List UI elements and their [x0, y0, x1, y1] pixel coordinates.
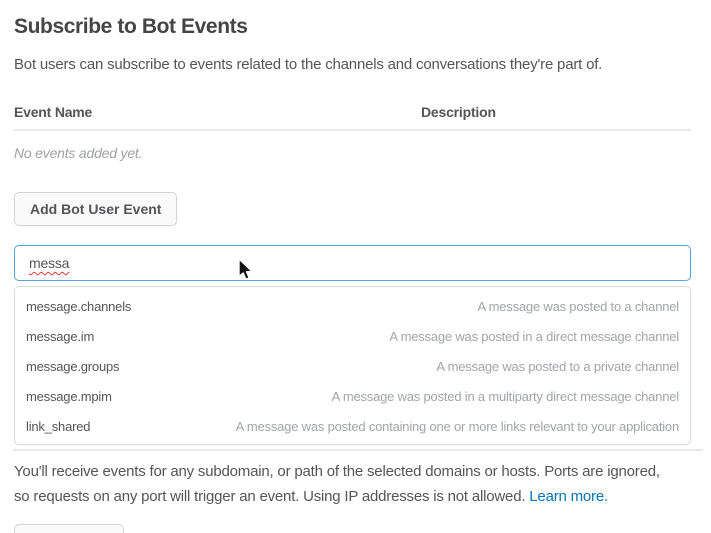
suggestion-link-shared[interactable]: link_shared A message was posted contain… [15, 411, 690, 441]
suggestion-name: message.groups [26, 358, 120, 374]
suggestion-message-mpim[interactable]: message.mpim A message was posted in a m… [15, 381, 690, 411]
page-subtitle: Bot users can subscribe to events relate… [14, 56, 603, 73]
suggestion-description: A message was posted to a private channe… [436, 358, 679, 374]
add-bot-user-event-label: Add Bot User Event [30, 201, 162, 217]
suggestion-message-groups[interactable]: message.groups A message was posted to a… [15, 351, 690, 381]
domains-note: You'll receive events for any subdomain,… [14, 459, 676, 509]
empty-events-message: No events added yet. [14, 145, 143, 161]
page-title: Subscribe to Bot Events [14, 15, 248, 38]
suggestion-name: message.im [26, 328, 95, 344]
event-search-input[interactable]: messa [14, 245, 691, 281]
suggestion-message-channels[interactable]: message.channels A message was posted to… [15, 291, 690, 321]
suggestion-description: A message was posted in a multiparty dir… [331, 388, 680, 404]
learn-more-link[interactable]: Learn more. [529, 488, 608, 505]
section-divider [13, 449, 703, 451]
suggestion-name: message.channels [26, 298, 132, 314]
suggestion-description: A message was posted containing one or m… [235, 418, 679, 434]
event-suggestions-dropdown: message.channels A message was posted to… [14, 286, 691, 445]
domains-note-text: You'll receive events for any subdomain,… [14, 463, 660, 505]
table-header-divider [14, 129, 691, 131]
column-header-event-name: Event Name [14, 104, 93, 120]
suggestion-name: link_shared [26, 418, 91, 434]
suggestion-description: A message was posted to a channel [477, 298, 679, 314]
suggestion-name: message.mpim [26, 388, 112, 404]
add-bot-user-event-button[interactable]: Add Bot User Event [14, 192, 178, 226]
suggestion-description: A message was posted in a direct message… [389, 328, 679, 344]
event-search-value: messa [29, 255, 70, 271]
next-section-partial-button[interactable] [14, 524, 124, 533]
suggestion-message-im[interactable]: message.im A message was posted in a dir… [15, 321, 690, 351]
events-table-header: Event Name Description [14, 104, 691, 120]
column-header-description: Description [421, 104, 496, 120]
